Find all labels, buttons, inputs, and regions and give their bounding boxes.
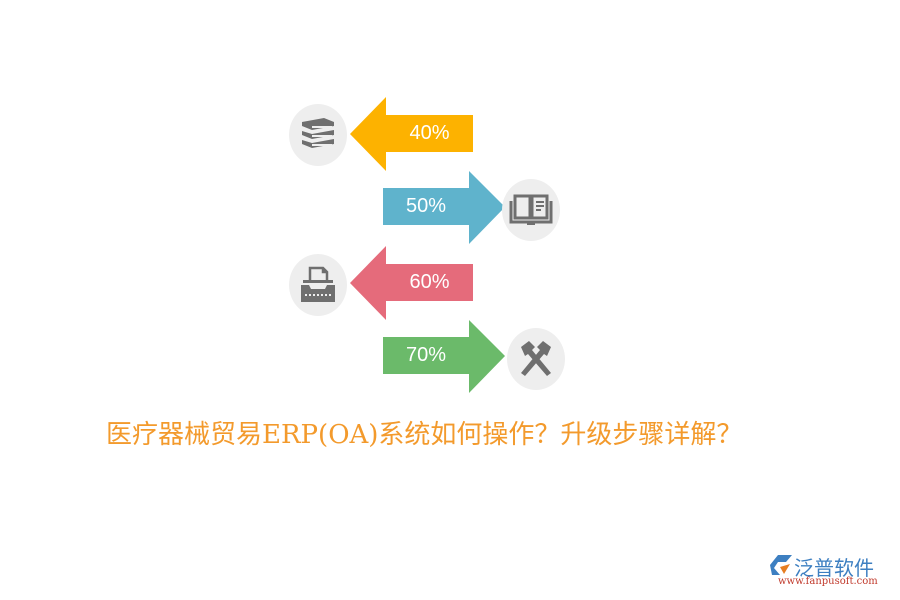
typewriter-icon xyxy=(301,266,335,302)
logo-name: 泛普软件 xyxy=(794,556,874,580)
arrow-label: 70% xyxy=(405,344,447,366)
page-title: 医疗器械贸易ERP(OA)系统如何操作？升级步骤详解？ xyxy=(106,420,743,450)
brand-logo: 泛普软件 www.fanpusoft.com xyxy=(768,552,893,592)
open-book-icon xyxy=(509,194,553,225)
icon-circle xyxy=(289,254,347,316)
icon-circle xyxy=(507,328,565,390)
arrow-60: 60% xyxy=(350,246,474,320)
icon-circle xyxy=(289,104,347,166)
logo-mark-icon xyxy=(770,555,792,575)
arrow-label: 40% xyxy=(409,122,450,144)
hammers-icon xyxy=(521,341,551,376)
arrow-label: 50% xyxy=(405,195,447,217)
arrow-label: 60% xyxy=(409,271,450,293)
books-icon xyxy=(302,118,334,148)
icon-circle xyxy=(502,179,560,241)
logo-url: www.fanpusoft.com xyxy=(778,576,878,587)
arrow-70: 70% xyxy=(383,320,507,394)
arrow-50: 50% xyxy=(383,171,507,245)
arrow-40: 40% xyxy=(350,97,474,171)
